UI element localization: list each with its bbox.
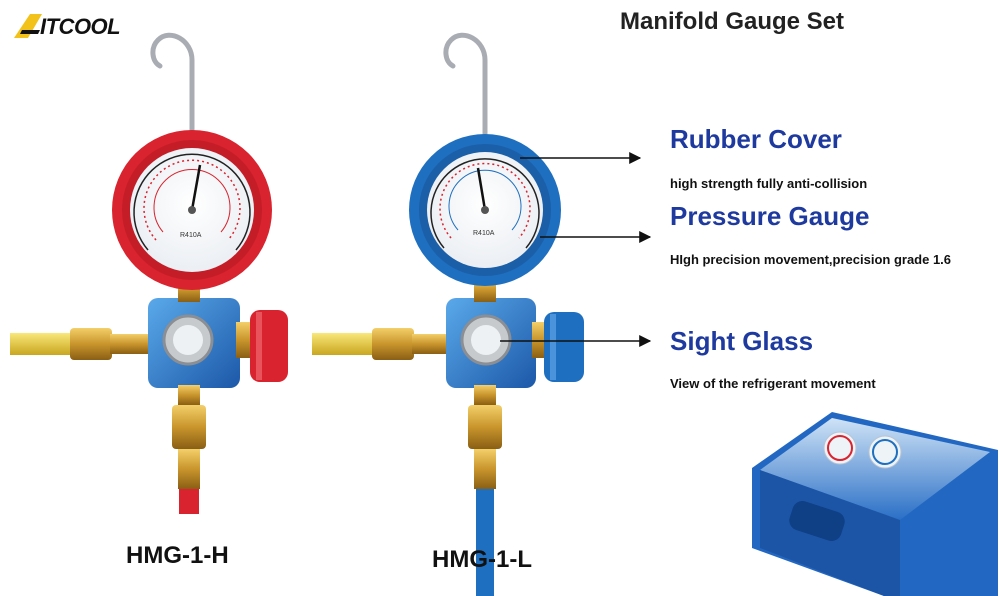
high-side-manifold bbox=[10, 32, 288, 514]
valve-knob bbox=[250, 310, 288, 382]
blue-hose bbox=[476, 489, 494, 596]
sight-glass bbox=[471, 325, 501, 355]
carry-case bbox=[752, 412, 998, 596]
sight-glass bbox=[173, 325, 203, 355]
brass-coupler bbox=[70, 328, 112, 360]
low-side-manifold bbox=[312, 32, 584, 596]
feature-desc-pressure-gauge: HIgh precision movement,precision grade … bbox=[670, 252, 952, 267]
feature-heading-rubber-cover: Rubber Cover bbox=[670, 124, 842, 154]
feature-heading-pressure-gauge: Pressure Gauge bbox=[670, 201, 870, 231]
model-label-high: HMG-1-H bbox=[126, 542, 229, 569]
yellow-hose bbox=[10, 333, 72, 355]
page-title: Manifold Gauge Set bbox=[620, 8, 845, 35]
feature-desc-rubber-cover: high strength fully anti-collision bbox=[670, 176, 868, 191]
feature-heading-sight-glass: Sight Glass bbox=[670, 326, 814, 356]
callout-arrows bbox=[500, 152, 652, 347]
yellow-hose bbox=[312, 333, 374, 355]
case-handle bbox=[789, 500, 845, 542]
feature-desc-sight-glass: View of the refrigerant movement bbox=[670, 376, 876, 391]
gauge-refrigerant-label: R410A bbox=[180, 232, 202, 239]
brand-logo: ITCOOL bbox=[40, 14, 121, 39]
logo-mark-icon bbox=[14, 14, 42, 38]
model-label-low: HMG-1-L bbox=[432, 546, 532, 573]
gauge-refrigerant-label: R410A bbox=[473, 230, 495, 237]
